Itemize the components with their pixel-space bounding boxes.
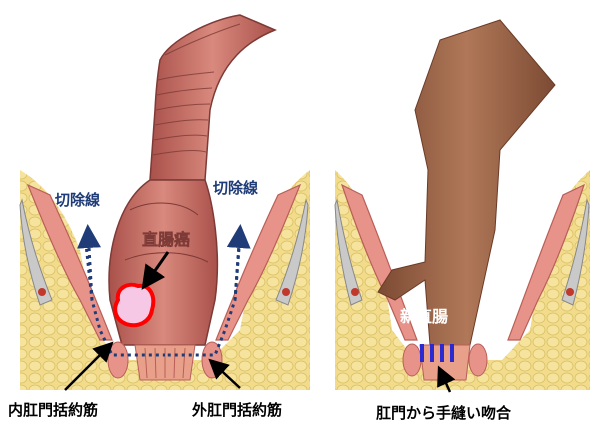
label-external-sphincter: 外肛門括約筋 xyxy=(191,401,282,419)
sphincter-left xyxy=(403,344,421,376)
rectal-cancer-tumor xyxy=(115,285,153,325)
sphincter-right xyxy=(469,344,487,376)
label-resection-line-right: 切除線 xyxy=(213,179,258,197)
vessel xyxy=(566,288,574,296)
colon-sigmoid xyxy=(150,15,275,180)
right-panel-post-surgery: 新直腸 肛門から手縫い吻合 xyxy=(335,20,590,422)
vessel xyxy=(282,288,290,296)
vessel xyxy=(38,288,46,296)
external-sphincter-shape-right xyxy=(202,342,222,378)
label-hand-sewn-anastomosis: 肛門から手縫い吻合 xyxy=(376,404,512,422)
vessel xyxy=(351,288,359,296)
label-neo-rectum: 新直腸 xyxy=(400,307,448,326)
label-resection-line-left: 切除線 xyxy=(55,191,100,209)
anal-canal xyxy=(420,345,470,380)
label-rectal-cancer: 直腸癌 xyxy=(142,230,190,249)
internal-sphincter-shape-left xyxy=(108,342,128,378)
left-panel-pre-surgery: 切除線 切除線 直腸癌 内肛門括約筋 外肛門括約筋 xyxy=(8,15,310,419)
label-internal-sphincter: 内肛門括約筋 xyxy=(8,401,98,419)
